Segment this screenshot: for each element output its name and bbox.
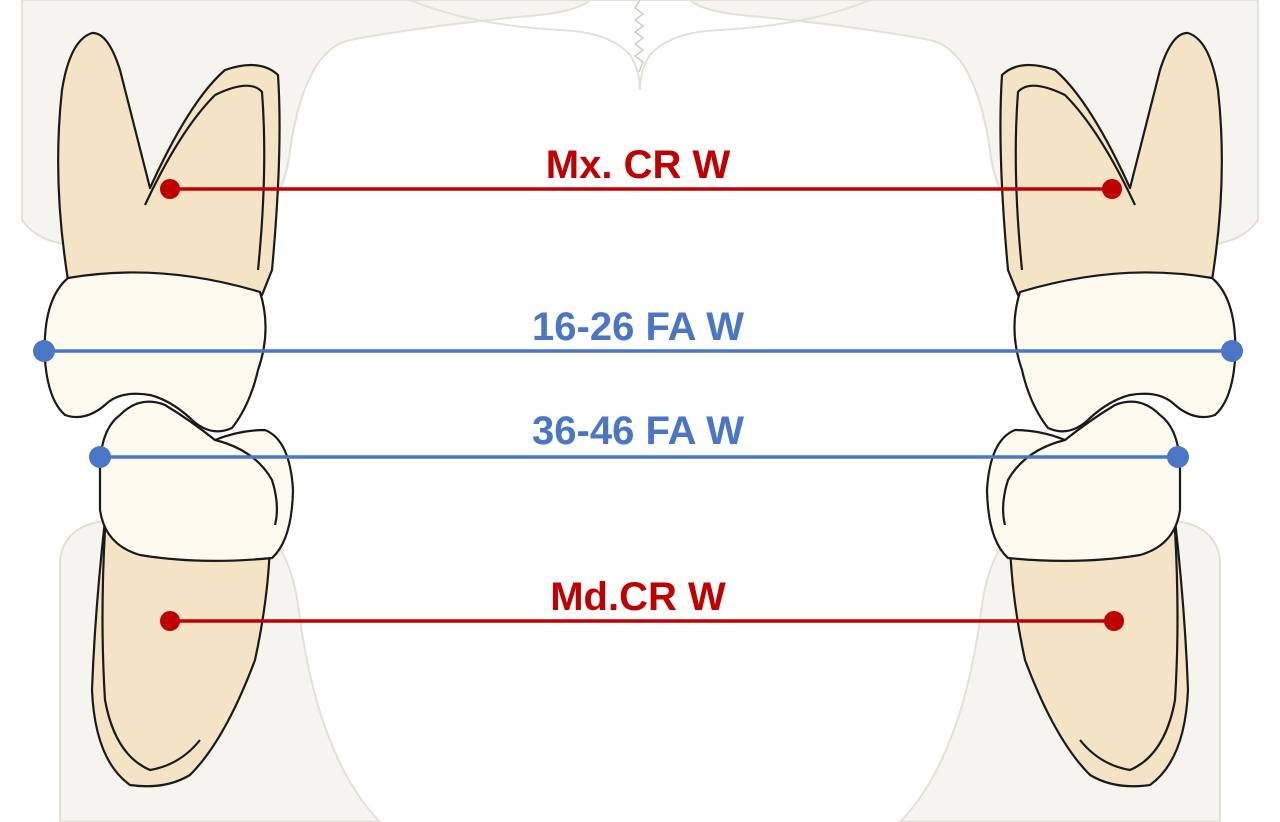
- fa-16-26-right-point: [1221, 340, 1243, 362]
- tooth-lower-left: [90, 400, 295, 788]
- tooth-lower-right-crown: [985, 400, 1182, 562]
- tooth-upper-right-root-inner: [1014, 84, 1136, 271]
- fa-16-26-left-point: [33, 340, 55, 362]
- md-cr-right-point: [1104, 611, 1124, 631]
- mx-cr-label: Mx. CR W: [546, 143, 731, 187]
- tooth-lower-right: [985, 400, 1190, 788]
- suture-line: [633, 0, 645, 73]
- fa-16-26-label: 16-26 FA W: [532, 305, 744, 349]
- measurement-fa-16-26: 16-26 FA W: [33, 305, 1243, 362]
- fa-36-46-right-point: [1167, 446, 1189, 468]
- tooth-lower-left-crown: [98, 400, 295, 562]
- measurement-md-cr: Md.CR W: [160, 575, 1124, 631]
- mx-cr-left-point: [160, 179, 180, 199]
- tooth-lower-left-root-inner: [101, 529, 201, 772]
- measurement-fa-36-46: 36-46 FA W: [89, 409, 1189, 468]
- tooth-lower-right-root-inner: [1079, 529, 1179, 772]
- tooth-upper-left: [43, 31, 281, 433]
- md-cr-label: Md.CR W: [550, 575, 726, 619]
- fa-36-46-left-point: [89, 446, 111, 468]
- tooth-lower-right-cusp-line: [1001, 438, 1066, 526]
- mx-cr-right-point: [1102, 179, 1122, 199]
- fa-36-46-label: 36-46 FA W: [532, 409, 744, 453]
- tooth-upper-left-root-inner: [144, 84, 266, 271]
- palatal-suture: [409, 0, 871, 91]
- measurement-mx-cr: Mx. CR W: [160, 143, 1122, 199]
- md-cr-left-point: [160, 611, 180, 631]
- tooth-lower-left-cusp-line: [214, 438, 279, 526]
